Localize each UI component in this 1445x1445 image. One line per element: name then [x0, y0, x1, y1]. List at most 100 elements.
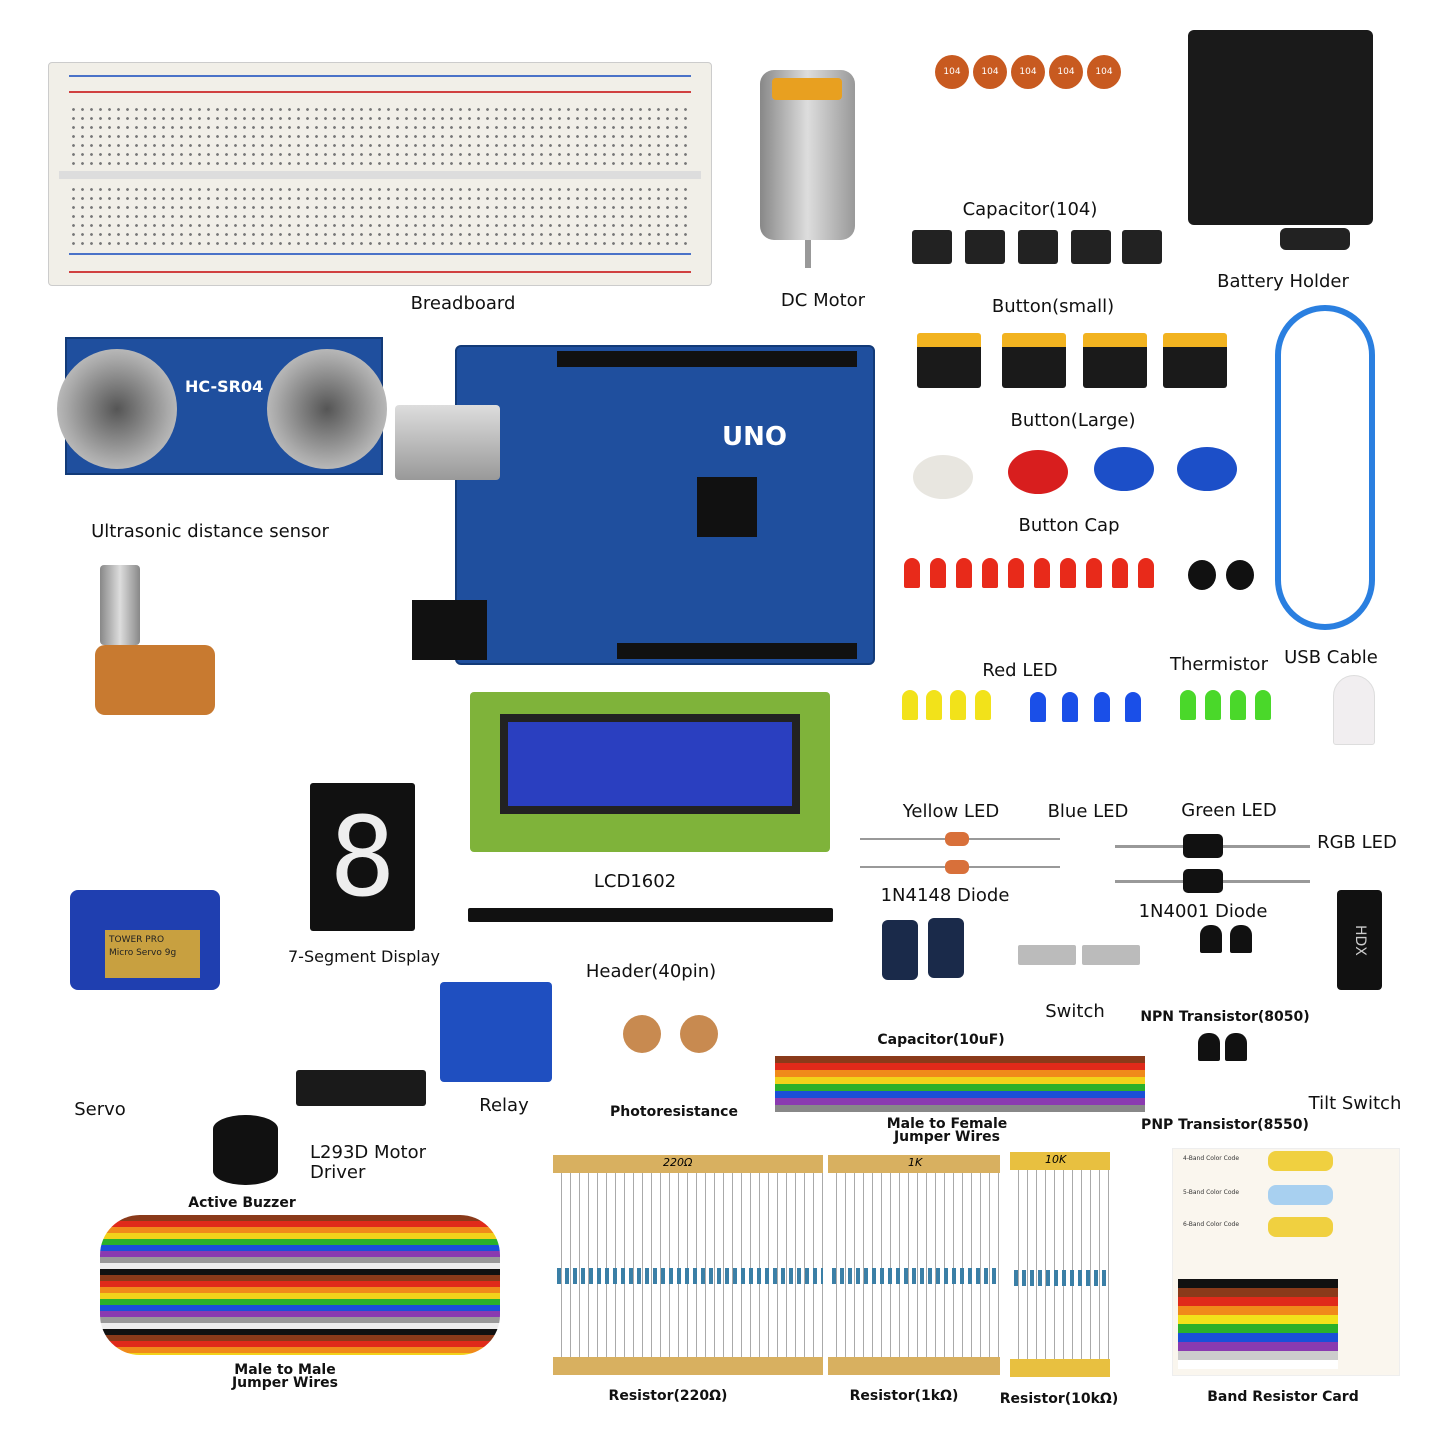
photoresistor — [680, 1015, 718, 1053]
thermistor — [1188, 560, 1216, 590]
resistor-10k-marking: 10K — [1045, 1153, 1067, 1166]
capacitor-104-label: Capacitor(104) — [962, 199, 1098, 220]
switch-label: Switch — [1045, 1001, 1105, 1022]
slide-switch — [1082, 945, 1140, 965]
red-led-label: Red LED — [982, 660, 1058, 681]
large-button — [1083, 333, 1147, 388]
servo-model: Micro Servo 9g — [109, 947, 177, 958]
small-button — [1071, 230, 1111, 264]
resistor-1k-label: Resistor(1kΩ) — [849, 1388, 959, 1404]
rgb-led — [1333, 675, 1375, 745]
blue-button-cap — [1094, 447, 1154, 491]
dc-motor-label: DC Motor — [780, 290, 866, 311]
small-button — [1018, 230, 1058, 264]
diode-body — [1183, 834, 1223, 858]
pnp-label: PNP Transistor(8550) — [1141, 1117, 1309, 1133]
battery-holder-label: Battery Holder — [1217, 271, 1349, 292]
pnp-transistor — [1198, 1033, 1220, 1061]
potentiometer-base — [95, 645, 215, 715]
tilt-switch-label: Tilt Switch — [1308, 1093, 1402, 1114]
large-button — [1002, 333, 1066, 388]
buzzer-label: Active Buzzer — [188, 1195, 296, 1211]
pin-header — [468, 908, 833, 922]
electrolytic-capacitor — [882, 920, 918, 980]
resistor-220-marking: 220Ω — [663, 1156, 693, 1169]
resistor-220-strip: 220Ω — [553, 1155, 823, 1375]
diode-1n4148-label: 1N4148 Diode — [880, 885, 1010, 906]
band-resistor-card: 4-Band Color Code 5-Band Color Code 6-Ba… — [1172, 1148, 1400, 1376]
thermistor-label: Thermistor — [1170, 654, 1268, 675]
potentiometer — [100, 565, 140, 645]
capacitor-10uf-label: Capacitor(10uF) — [877, 1032, 1005, 1048]
resistor-card-label: Band Resistor Card — [1207, 1389, 1359, 1405]
usb-cable-label: USB Cable — [1284, 647, 1378, 668]
battery-holder — [1188, 30, 1373, 225]
thermistor — [1226, 560, 1254, 590]
button-large-label: Button(Large) — [1010, 410, 1136, 431]
blue-button-cap — [1177, 447, 1237, 491]
male-female-jumper-wires — [775, 1056, 1145, 1112]
resistor-1k-marking: 1K — [908, 1156, 923, 1169]
seven-segment-display: 8 — [310, 783, 415, 931]
servo: TOWER PRO Micro Servo 9g — [70, 890, 220, 990]
lcd-label: LCD1602 — [593, 871, 677, 892]
header-label: Header(40pin) — [585, 961, 717, 982]
green-led-label: Green LED — [1181, 800, 1277, 821]
white-button-cap — [913, 455, 973, 499]
diode-body — [945, 860, 969, 874]
photoresistance-label: Photoresistance — [610, 1104, 738, 1120]
button-cap-label: Button Cap — [1018, 515, 1120, 536]
red-button-cap — [1008, 450, 1068, 494]
usb-cable — [1275, 305, 1375, 630]
servo-brand: TOWER PRO — [109, 935, 165, 945]
sensor-marking: HC-SR04 — [185, 377, 264, 396]
large-button — [917, 333, 981, 388]
resistor-1k-strip: 1K — [828, 1155, 1000, 1375]
lcd1602 — [470, 692, 830, 852]
ultrasonic-label: Ultrasonic distance sensor — [91, 521, 329, 542]
seven-segment-label: 7-Segment Display — [287, 947, 441, 966]
male-male-jumper-wires — [100, 1215, 500, 1355]
blue-led-label: Blue LED — [1047, 801, 1129, 822]
small-button — [965, 230, 1005, 264]
small-button — [912, 230, 952, 264]
diode-body — [1183, 869, 1223, 893]
small-button — [1122, 230, 1162, 264]
l293d-chip — [296, 1070, 426, 1106]
electrolytic-capacitor — [928, 918, 964, 978]
tilt-switch: HDX — [1337, 890, 1382, 990]
ceramic-capacitors: 104 104 104 104 104 — [935, 55, 1125, 190]
npn-transistor — [1200, 925, 1222, 953]
ultrasonic-sensor: HC-SR04 — [57, 337, 387, 475]
resistor-220-label: Resistor(220Ω) — [608, 1388, 728, 1404]
button-small-label: Button(small) — [991, 296, 1115, 317]
slide-switch — [1018, 945, 1076, 965]
diode-1n4001-label: 1N4001 Diode — [1138, 901, 1268, 922]
breadboard — [48, 62, 712, 286]
photoresistor — [623, 1015, 661, 1053]
relay — [440, 982, 552, 1082]
motor-terminal — [772, 78, 842, 100]
active-buzzer — [213, 1115, 278, 1185]
npn-transistor — [1230, 925, 1252, 953]
large-button — [1163, 333, 1227, 388]
diode-body — [945, 832, 969, 846]
npn-label: NPN Transistor(8050) — [1140, 1009, 1310, 1025]
yellow-led-label: Yellow LED — [902, 801, 1000, 822]
dc-jack — [412, 600, 487, 660]
resistor-10k-label: Resistor(10kΩ) — [999, 1391, 1119, 1407]
rgb-led-label: RGB LED — [1317, 832, 1397, 853]
uno-marking: UNO — [722, 422, 787, 452]
arduino-uno-board: UNO — [455, 345, 875, 665]
breadboard-label: Breadboard — [410, 293, 516, 314]
pnp-transistor — [1225, 1033, 1247, 1061]
usb-b-port — [395, 405, 500, 480]
servo-label: Servo — [74, 1099, 126, 1120]
motor-shaft — [805, 240, 811, 268]
dc-plug — [1280, 228, 1350, 250]
relay-label: Relay — [479, 1095, 529, 1116]
resistor-10k-strip: 10K — [1010, 1152, 1110, 1377]
